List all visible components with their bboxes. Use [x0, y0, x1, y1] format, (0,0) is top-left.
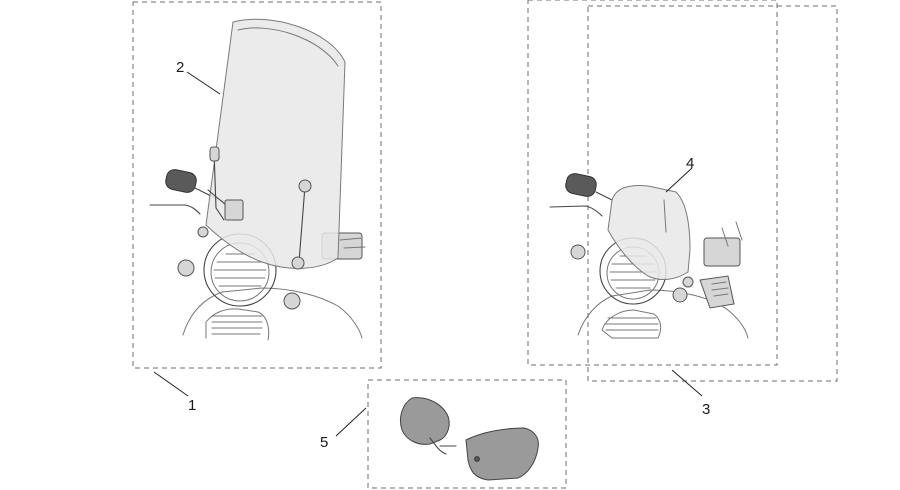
indicator-right-right-view — [672, 287, 688, 303]
hand-guard-right-hole — [474, 456, 480, 462]
front-body-outline — [182, 287, 363, 339]
leader-3 — [671, 369, 703, 397]
kit-5-dashed-frame — [367, 379, 567, 489]
hand-guard-right — [465, 427, 539, 481]
handlebar-right-view — [595, 191, 613, 201]
leader-2 — [186, 71, 221, 95]
callout-3: 3 — [702, 401, 710, 418]
fly-screen-mount-bolt — [682, 276, 694, 288]
hand-guard-left-shell — [399, 397, 450, 445]
kit-5-group — [367, 379, 567, 489]
kit-1-group — [132, 1, 382, 369]
switch-block-right-view — [703, 237, 741, 267]
clamp-left — [224, 199, 244, 221]
callout-4: 4 — [686, 155, 694, 172]
fender-grille — [211, 315, 263, 335]
handlebar-grip — [165, 169, 197, 193]
kit-1-dashed-frame — [132, 1, 382, 369]
kit-3-inner-dashed-frame — [527, 0, 778, 366]
hand-guard-right-shell — [465, 427, 539, 481]
reflector-bracket — [699, 275, 735, 309]
motorcycle-front-right — [549, 173, 749, 339]
indicator-left — [177, 259, 195, 277]
front-fender — [205, 308, 270, 341]
kit-3-outer-dashed-frame — [587, 5, 838, 382]
callout-2: 2 — [176, 59, 184, 76]
tall-windscreen-shape — [205, 18, 346, 269]
front-body-outline-right — [577, 289, 749, 339]
front-fender-right — [601, 309, 662, 339]
windscreen-top-edge-highlight — [237, 27, 339, 67]
reflector-bracket-detail — [711, 281, 729, 297]
kit-3-group — [527, 0, 838, 382]
indicator-right — [283, 292, 301, 310]
fly-screen-shape — [607, 185, 691, 280]
brake-lever-right-view — [549, 205, 603, 217]
bolt-lower-right — [291, 256, 305, 270]
callouts: 2 1 4 3 5 — [153, 59, 710, 451]
fender-grille-right — [605, 317, 659, 331]
leader-4 — [665, 167, 693, 193]
bolt-lower-left — [197, 226, 209, 238]
bolt-upper-right — [298, 179, 312, 193]
indicator-left-right-view — [570, 244, 586, 260]
motorcycle-front-left — [149, 169, 366, 341]
callout-1: 1 — [188, 397, 196, 414]
fly-screen — [607, 185, 694, 288]
mirror-stems — [721, 221, 743, 247]
fly-screen-crease — [663, 199, 667, 233]
bolt-upper-left — [209, 146, 220, 162]
switch-block-detail — [339, 237, 366, 249]
leader-1 — [153, 371, 189, 397]
brake-lever — [149, 204, 201, 215]
bracket-right-stay — [298, 185, 306, 263]
leader-5 — [335, 407, 367, 437]
callout-5: 5 — [320, 434, 328, 451]
handlebar-grip-right-view — [565, 173, 597, 197]
headlight-lens-ribs — [213, 253, 267, 287]
hand-guard-left — [399, 397, 457, 455]
hand-guard-left-mount — [429, 437, 457, 455]
tall-windscreen — [197, 18, 346, 270]
